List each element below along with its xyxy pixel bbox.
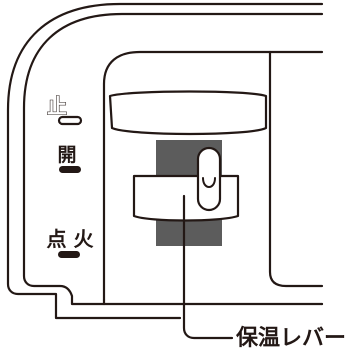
- recess-frame: [102, 50, 324, 302]
- recess-right-floor: [268, 50, 324, 288]
- warming-lever[interactable]: [132, 146, 240, 222]
- appliance-body: [6, 2, 324, 320]
- stop-label: 止: [47, 94, 67, 118]
- ignition-label: 点 火: [47, 227, 95, 251]
- ignition-indicator-bar: [58, 251, 80, 258]
- warming-lever-callout-label: 保温レバー: [235, 326, 346, 351]
- lever-recess: [102, 50, 324, 306]
- body-outer-outline: [6, 2, 324, 320]
- stop-indicator-bar: [57, 115, 83, 126]
- lever-grip-highlight: [202, 177, 216, 188]
- lever-grip[interactable]: [196, 146, 222, 212]
- callout-leader-line: [182, 194, 234, 340]
- lever-handle[interactable]: [132, 174, 240, 222]
- open-indicator-bar: [59, 166, 81, 173]
- lever-top-bezel: [108, 90, 268, 136]
- open-label: 開: [57, 144, 76, 166]
- body-inner-outline: [22, 12, 324, 306]
- switch-indicator-group: 止 開 点 火: [46, 93, 95, 258]
